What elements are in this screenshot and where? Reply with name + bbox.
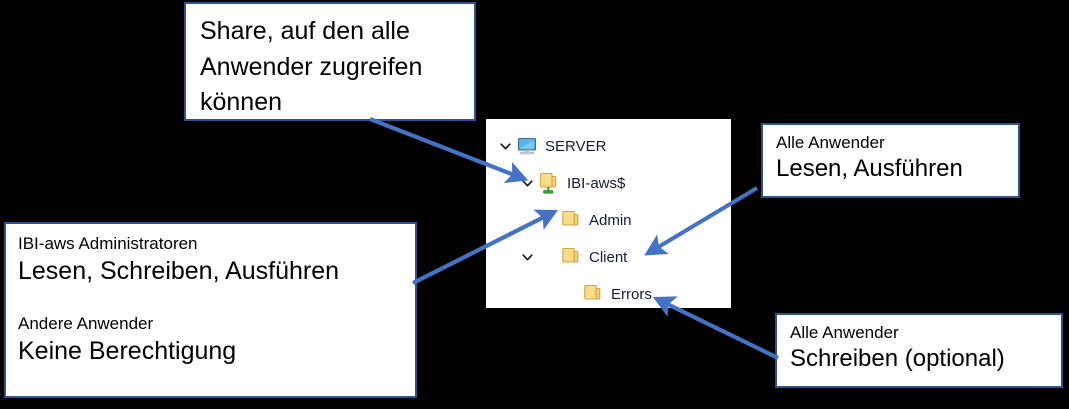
tree-row-ibi-aws-share[interactable]: IBI-aws$ [486, 165, 731, 202]
callout-all-users-read: Alle Anwender Lesen, Ausführen [761, 123, 1020, 198]
chevron-down-icon[interactable] [516, 251, 538, 264]
callout-all-users-write-heading: Alle Anwender [790, 323, 899, 342]
callout-share-line-2: Anwender zugreifen [200, 52, 423, 81]
callout-share-line-3: können [200, 88, 283, 116]
callout-all-users-read-value: Lesen, Ausführen [776, 155, 963, 183]
folder-tree-panel: SERVER IBI-aws$ [486, 119, 731, 308]
callout-share-line-1: Share, auf den alle [200, 17, 410, 45]
tree-label-client: Client [589, 249, 628, 266]
tree-row-errors[interactable]: Errors [486, 276, 731, 313]
shared-folder-icon [538, 172, 560, 196]
folder-icon [560, 209, 582, 233]
tree-label-errors: Errors [611, 286, 652, 303]
tree-label-admin: Admin [589, 212, 632, 229]
tree-row-server[interactable]: SERVER [486, 128, 731, 165]
tree-row-admin[interactable]: Admin [486, 202, 731, 239]
tree-row-client[interactable]: Client [486, 239, 731, 276]
callout-all-users-read-heading: Alle Anwender [776, 133, 885, 152]
chevron-down-icon[interactable] [516, 177, 538, 190]
tree-label-ibi-aws-share: IBI-aws$ [567, 175, 626, 192]
callout-all-users-write-value: Schreiben (optional) [790, 345, 1005, 373]
callout-admins-value-2: Keine Berechtigung [18, 337, 237, 366]
tree-label-server: SERVER [545, 138, 607, 155]
chevron-down-icon[interactable] [494, 140, 516, 153]
callout-admins: IBI-aws Administratoren Lesen, Schreiben… [4, 222, 417, 398]
callout-admins-spacer [18, 287, 407, 313]
callout-admins-heading-2: Andere Anwender [18, 314, 154, 334]
folder-icon [560, 246, 582, 270]
callout-admins-value-1: Lesen, Schreiben, Ausführen [18, 257, 340, 286]
folder-icon [582, 283, 604, 307]
callout-share: Share, auf den alle Anwender zugreifen k… [184, 2, 476, 121]
callout-all-users-write: Alle Anwender Schreiben (optional) [775, 313, 1063, 388]
callout-admins-heading-1: IBI-aws Administratoren [18, 234, 198, 253]
monitor-icon [516, 135, 538, 159]
